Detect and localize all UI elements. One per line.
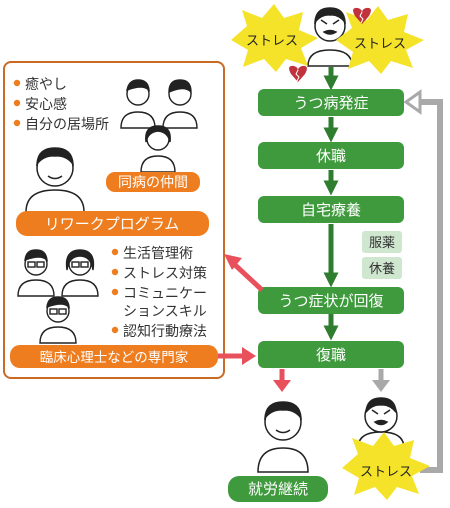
step-home-care-label: 自宅療養 [301, 201, 361, 219]
step-return-to-work [258, 341, 404, 368]
arrow-to-continued-work [273, 369, 291, 392]
peer-label-pill [106, 172, 200, 192]
broken-heart-icon [289, 65, 307, 82]
bullet [13, 99, 21, 107]
stressed-person-icon [307, 7, 353, 67]
stress-burst-left [231, 4, 318, 72]
benefit-item: 安心感 [25, 96, 67, 113]
stress-burst-relapse [342, 432, 430, 500]
stress-label-relapse: ストレス [360, 465, 412, 480]
skill-item-continued: ションスキル [123, 304, 207, 320]
working-person-icon [257, 401, 309, 473]
bullet [111, 248, 119, 256]
step-home-care [258, 196, 404, 223]
step-leave [258, 142, 404, 169]
arrow-to-rework-program [224, 254, 264, 292]
step-recovery-label: うつ症状が回復 [278, 292, 383, 310]
bullet [111, 326, 119, 334]
peer-person-icon [140, 125, 176, 173]
expert-label-bar [10, 345, 218, 368]
broken-heart-icon [353, 7, 371, 25]
bullet [13, 119, 21, 127]
bullet [13, 79, 21, 87]
rework-program-label: リワークプログラム [45, 215, 180, 233]
step-leave-label: 休職 [316, 147, 346, 165]
continued-work-badge [228, 476, 328, 502]
treatment-tag-medication [362, 231, 402, 253]
expert-person-icon [17, 249, 55, 297]
treatment-tag-label: 休養 [369, 261, 395, 277]
peer-label: 同病の仲間 [118, 175, 188, 191]
rework-program-bar [16, 211, 209, 236]
step-return-to-work-label: 復職 [316, 346, 346, 364]
peer-person-icon [120, 79, 156, 129]
treatment-tag-rest [362, 257, 402, 279]
skill-item: 生活管理術 [123, 246, 193, 262]
skills-list: 生活管理術 ストレス対策 コミュニケー ションスキル 認知行動療法 [111, 246, 207, 340]
continued-work-label: 就労継続 [248, 480, 308, 498]
stress-burst-right [336, 6, 424, 74]
skill-item: ストレス対策 [123, 265, 207, 282]
skill-item: 認知行動療法 [123, 323, 207, 340]
skill-item: コミュニケー [123, 286, 207, 302]
expert-person-icon [39, 296, 77, 344]
step-recovery [258, 287, 404, 314]
arrow-to-relapse [372, 369, 390, 392]
step-onset-label: うつ病発症 [293, 94, 368, 112]
bullet [111, 268, 119, 276]
arrow-to-return-to-work [218, 347, 256, 365]
expert-person-icon [61, 249, 99, 297]
step-onset [258, 89, 404, 116]
expert-label: 臨床心理士などの専門家 [40, 349, 189, 366]
stress-label-top-left: ストレス [246, 34, 298, 49]
rework-participant-icon [25, 147, 85, 213]
peer-person-icon [162, 79, 198, 129]
bullet [111, 288, 119, 296]
stress-label-top-right: ストレス [354, 37, 406, 52]
benefit-item: 自分の居場所 [25, 117, 109, 133]
relapse-loop-arrow [403, 89, 443, 473]
benefits-list: 癒やし 安心感 自分の居場所 [13, 77, 109, 133]
treatment-tag-label: 服薬 [369, 236, 395, 251]
benefit-item: 癒やし [25, 77, 67, 93]
